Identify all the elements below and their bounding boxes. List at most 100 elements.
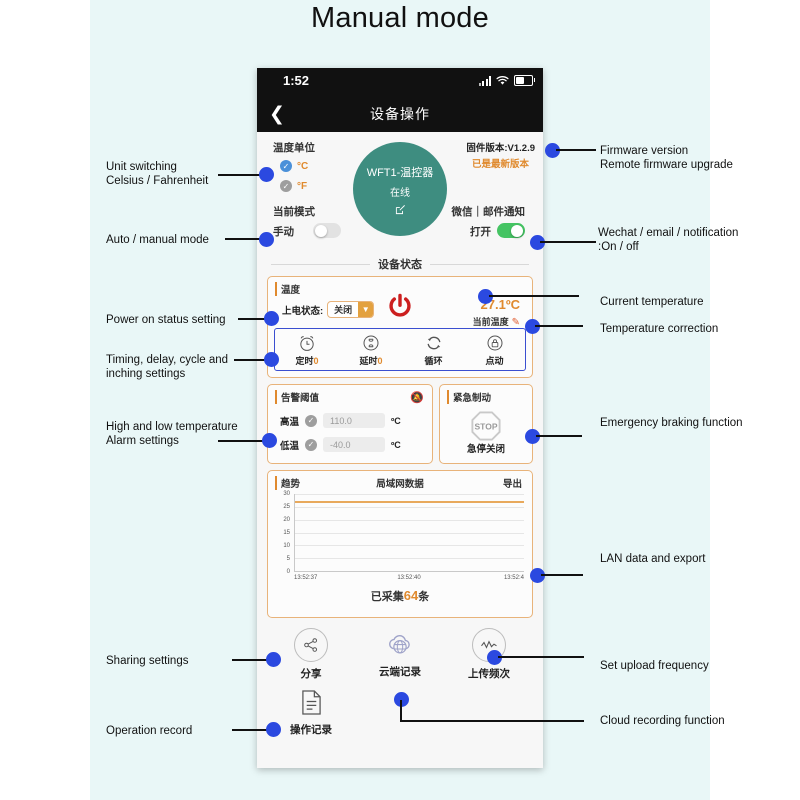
alarm-high-unit: ºC [391, 415, 401, 426]
mode-toggle-switch[interactable] [313, 223, 341, 238]
unit-option-celsius-label: °C [297, 160, 309, 172]
chart-title: 趋势 [275, 476, 300, 490]
leader-upload-frequency [498, 656, 584, 659]
check-circle-icon[interactable]: ✓ [305, 414, 318, 427]
leader-unit-switching [218, 174, 262, 177]
brake-label: 急停关闭 [466, 444, 505, 455]
function-delay-label: 延时 [359, 355, 378, 366]
status-bar-time: 1:52 [283, 73, 310, 88]
bottom-item-cloud-label: 云端记录 [379, 666, 421, 678]
notification-toggle-switch[interactable] [497, 223, 525, 238]
annotation-cloud-recording: Cloud recording function [600, 715, 725, 727]
stop-sign-icon[interactable]: STOP [469, 409, 503, 443]
leader-firmware [556, 149, 596, 152]
collected-suffix: 条 [418, 591, 430, 603]
function-delay[interactable]: 延时0 [360, 333, 383, 367]
leader-wechat [540, 241, 596, 244]
bottom-item-share[interactable]: 分享 [273, 628, 349, 681]
marker-alarm-settings [262, 433, 277, 448]
chart-y-tick: 0 [286, 569, 290, 575]
leader-cloud-vertical [400, 700, 403, 722]
marker-timing-delay [264, 352, 279, 367]
back-chevron-left-icon[interactable]: ❮ [269, 104, 285, 125]
power-on-status-select[interactable]: 关闭 ▼ [327, 301, 375, 318]
alarm-high-label: 高温 [280, 416, 300, 428]
temperature-card-title: 温度 [275, 282, 300, 296]
hourglass-icon [363, 335, 379, 350]
alarm-low-unit: ºC [391, 439, 401, 450]
leader-temperature-correction [535, 325, 583, 328]
alarm-threshold-card: 告警阈值 🔕 高温 ✓ 110.0 ºC 低温 ✓ -40.0 ºC [267, 384, 433, 464]
function-timing-label: 定时 [295, 355, 314, 366]
annotation-sharing-settings: Sharing settings [106, 655, 189, 667]
chart-grid [294, 494, 524, 572]
marker-lan-data [530, 568, 545, 583]
annotation-power-on-status: Power on status setting [106, 314, 226, 326]
firmware-version-label: 固件版本:V1.2.9 [466, 143, 535, 154]
divider-line-left [271, 263, 370, 265]
leader-operation-record [232, 729, 270, 732]
leader-alarm-settings [218, 440, 266, 443]
annotation-auto-manual-mode: Auto / manual mode [106, 234, 209, 246]
chart-series-line [295, 501, 524, 504]
alarm-clock-icon [300, 335, 314, 351]
chart-gridline [295, 506, 524, 508]
chart-y-tick: 30 [283, 491, 290, 497]
battery-icon [514, 75, 535, 86]
alarm-low-input[interactable]: -40.0 [323, 437, 386, 452]
power-button-icon[interactable] [387, 293, 413, 319]
annotation-lan-data: LAN data and export [600, 553, 706, 565]
alarm-high-row: 高温 ✓ 110.0 ºC [280, 413, 401, 428]
collected-count-text: 已采集64条 [268, 588, 532, 604]
collected-count: 64 [403, 588, 419, 603]
chart-y-tick: 10 [283, 543, 290, 549]
bell-muted-icon[interactable]: 🔕 [410, 392, 424, 404]
alarm-high-input[interactable]: 110.0 [323, 413, 386, 428]
check-circle-icon[interactable]: ✓ [305, 438, 318, 451]
device-status-bubble[interactable]: WFT1-温控器 在线 [353, 142, 447, 236]
chart-export-button[interactable]: 导出 [502, 479, 522, 490]
marker-unit-switching [259, 167, 274, 182]
bottom-item-cloud[interactable]: 云端记录 [362, 628, 438, 679]
signal-bars-icon [478, 75, 491, 86]
unit-option-fahrenheit[interactable]: ✓ °F [280, 180, 307, 192]
annotation-emergency-braking: Emergency braking function [600, 417, 743, 429]
marker-auto-manual-mode [259, 232, 274, 247]
emergency-brake-card: 紧急制动 STOP 急停关闭 [439, 384, 533, 464]
edit-square-icon[interactable] [395, 204, 406, 215]
function-cycle[interactable]: 循环 [424, 333, 444, 367]
marker-operation-record [266, 722, 281, 737]
pencil-icon[interactable]: ✎ [511, 317, 520, 328]
cloud-globe-icon [384, 628, 416, 660]
function-timing-count: 0 [313, 355, 319, 366]
bottom-item-share-label: 分享 [300, 668, 322, 680]
leader-emergency-braking [536, 435, 582, 438]
leader-current-temperature [489, 295, 579, 298]
divider-label: 设备状态 [378, 259, 422, 271]
function-inching[interactable]: 点动 [485, 333, 505, 367]
marker-upload-frequency [487, 650, 502, 665]
lock-icon [487, 335, 502, 350]
unit-option-celsius[interactable]: ✓ °C [280, 160, 308, 172]
share-icon [294, 628, 328, 662]
chart-gridline [295, 494, 524, 495]
function-cycle-label: 循环 [424, 355, 443, 366]
chart-y-tick: 15 [283, 530, 290, 536]
function-timing[interactable]: 定时0 [295, 333, 319, 367]
device-status-divider: 设备状态 [271, 256, 529, 272]
bottom-item-operation-record[interactable]: 操作记录 [273, 686, 349, 737]
app-screen: 温度单位 ✓ °C ✓ °F 当前模式 手动 固件版本:V1.2.9 已是最新版… [257, 132, 543, 768]
firmware-status-label[interactable]: 已是最新版本 [471, 159, 529, 170]
unit-option-fahrenheit-label: °F [297, 180, 308, 192]
check-circle-icon: ✓ [280, 160, 292, 172]
nav-title: 设备操作 [370, 106, 430, 122]
status-bar: 1:52 [257, 68, 543, 98]
power-on-status-label: 上电状态: [282, 305, 324, 317]
chart-y-tick: 20 [283, 517, 290, 523]
phone-mockup: 1:52 ❮ 设备操作 温度单位 ✓ °C [257, 68, 543, 768]
bottom-item-upload-frequency[interactable]: 上传频次 [451, 628, 527, 681]
